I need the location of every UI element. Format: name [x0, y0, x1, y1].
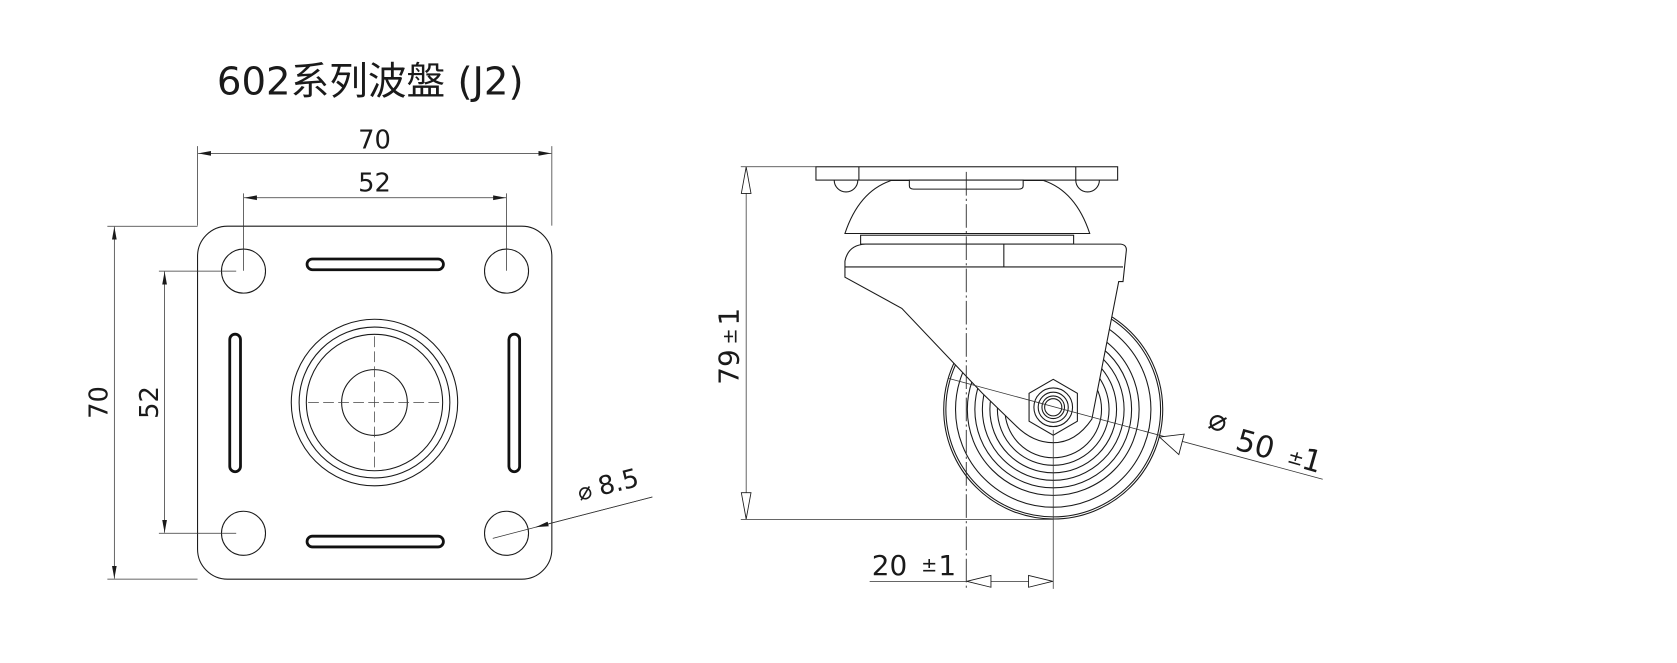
bolt-hole-bottom-right [483, 510, 530, 556]
dimension-offset-value: 20 [872, 549, 908, 582]
wheel-hub [1028, 378, 1078, 436]
side-top-plate [815, 166, 1119, 181]
hole-diameter-value: 8.5 [595, 463, 642, 502]
wheel-diameter-value: 50 [1232, 423, 1278, 467]
dimension-height-holes: 52 [135, 386, 165, 419]
wheel-diameter-symbol: ⌀ [1205, 402, 1232, 441]
dimension-width-outer: 70 [358, 125, 391, 155]
dimension-width-holes: 52 [358, 169, 391, 199]
slot-bottom [305, 534, 445, 549]
leader-wheel-diameter [947, 377, 1323, 480]
hole-diameter-symbol: ⌀ [574, 476, 595, 507]
slot-right [507, 332, 522, 474]
dimension-height-tolerance: 1 [713, 308, 746, 326]
dimension-offset-tolerance: 1 [938, 549, 956, 582]
center-ring-outer [290, 318, 459, 487]
center-ring-inner [305, 333, 444, 472]
wheel-diameter-tolerance-symbol: ± [1285, 444, 1307, 471]
slot-left [228, 332, 242, 474]
top-view: 70 52 70 52 ⌀ 8.5 [84, 125, 653, 580]
swivel-band [860, 234, 1075, 245]
dimension-offset-tolerance-symbol: ± [921, 554, 937, 577]
swivel-dome [844, 179, 1091, 235]
dimension-height-tolerance-symbol: ± [719, 328, 742, 344]
side-view: 79 ± 1 ⌀ 50 ± 1 20 ± 1 [713, 166, 1326, 589]
dimension-height-value: 79 [713, 349, 746, 385]
drawing-title: 602系列波盤 (J2) [217, 60, 524, 105]
mounting-plate [197, 225, 553, 580]
slot-top [305, 257, 445, 272]
center-ring-middle [298, 326, 451, 479]
dimension-height-outer: 70 [84, 386, 114, 419]
